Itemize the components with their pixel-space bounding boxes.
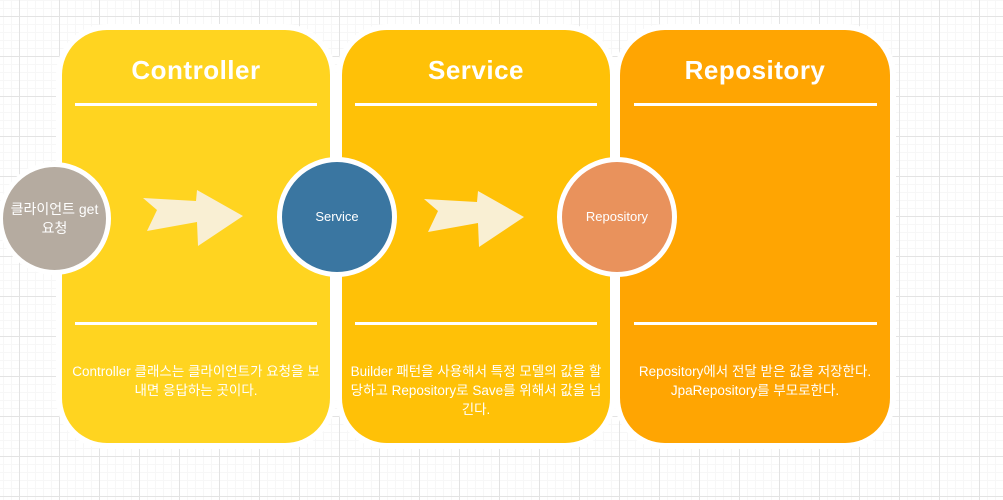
service-title-divider xyxy=(355,103,597,106)
service-card-title: Service xyxy=(427,55,525,85)
service-node: Service xyxy=(277,157,397,277)
service-node-label: Service xyxy=(315,208,359,224)
client-request-node-label: 클라이언트 get 요청 xyxy=(10,201,99,236)
controller-card-description: Controller 클래스는 클라이언트가 요청을 보내면 응답하는 곳이다. xyxy=(72,364,320,398)
flow-arrow-icon xyxy=(143,190,243,246)
service-card-description: Builder 패턴을 사용해서 특정 모델의 값을 할당하고 Reposito… xyxy=(350,364,602,417)
controller-title-divider xyxy=(75,103,317,106)
flow-arrow-shape xyxy=(143,190,243,246)
repository-title-divider xyxy=(633,103,877,106)
repository-node-label: Repository xyxy=(585,208,649,224)
service-footer-divider xyxy=(355,322,597,325)
repository-card-title: Repository xyxy=(684,55,826,85)
repository-card-description: Repository에서 전달 받은 값을 저장한다. JpaRepositor… xyxy=(638,364,872,398)
client-request-node: 클라이언트 get 요청 xyxy=(0,162,111,275)
repository-node: Repository xyxy=(557,157,677,277)
flow-arrow-icon xyxy=(424,191,524,247)
controller-card-title: Controller xyxy=(131,55,261,85)
repository-footer-divider xyxy=(633,322,877,325)
repository-card: Repository Repository에서 전달 받은 값을 저장한다. J… xyxy=(620,30,890,443)
controller-footer-divider xyxy=(75,322,317,325)
flow-arrow-shape xyxy=(424,191,524,247)
